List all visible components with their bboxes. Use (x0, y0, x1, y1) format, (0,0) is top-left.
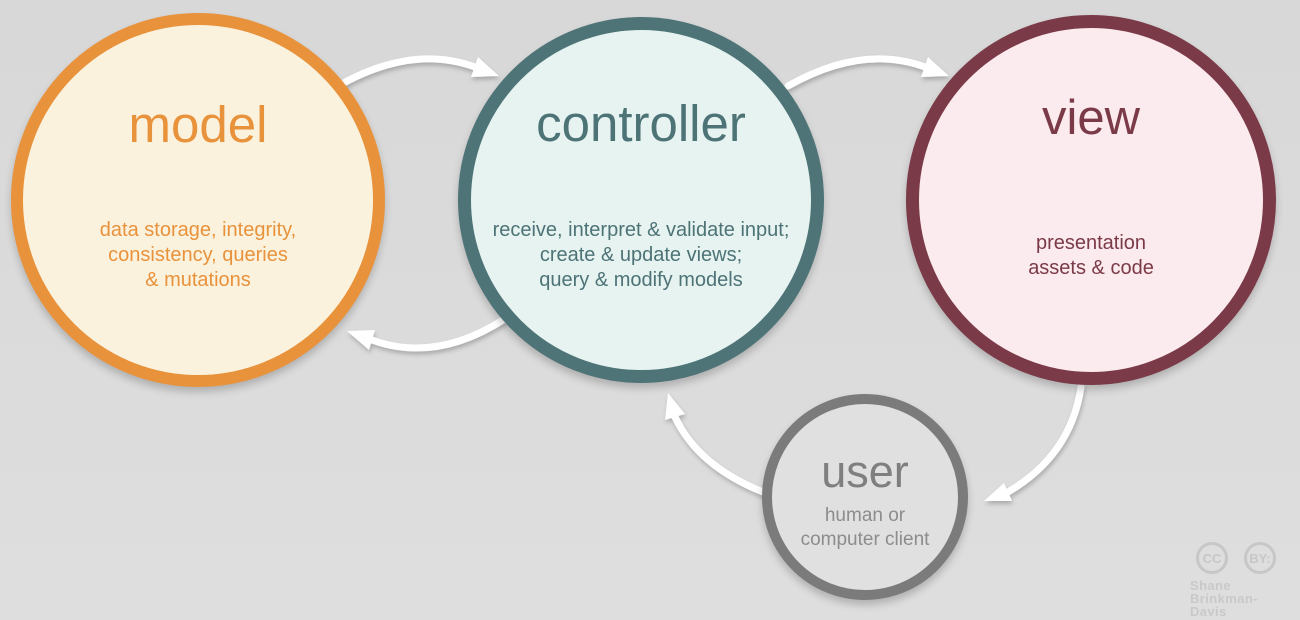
node-user: user human or computer client (762, 394, 968, 600)
node-model: model data storage, integrity, consisten… (11, 13, 385, 387)
view-title: view (1041, 91, 1141, 145)
view-desc-line-1: presentation (1035, 232, 1147, 254)
controller-title: controller (536, 95, 746, 152)
arrow-model-to-controller-icon (334, 55, 499, 90)
model-desc-line-1: data storage, integrity, (99, 219, 297, 241)
user-desc-line-1: human or (824, 505, 906, 526)
arrow-view-to-user-icon (984, 383, 1085, 501)
node-controller: controller receive, interpret & validate… (458, 17, 824, 383)
arrow-controller-to-model-icon (347, 316, 507, 352)
author-name-line-2: Brinkman-Davis (1190, 591, 1258, 619)
controller-desc-line-2: create & update views; (539, 244, 743, 266)
node-view: view presentation assets & code (906, 15, 1276, 385)
model-description: data storage, integrity, consistency, qu… (23, 218, 373, 293)
model-desc-line-3: & mutations (145, 269, 251, 291)
cc-license-badges: CC BY: (1196, 542, 1276, 574)
cc-by-icon: BY: (1244, 542, 1276, 574)
view-description: presentation assets & code (919, 231, 1263, 281)
arrow-user-to-controller-icon (665, 393, 767, 496)
controller-description: receive, interpret & validate input; cre… (471, 218, 811, 293)
cc-icon: CC (1196, 542, 1228, 574)
controller-desc-line-3: query & modify models (539, 269, 743, 291)
user-title: user (821, 446, 909, 497)
model-title: model (128, 96, 268, 153)
author-credit: Shane Brinkman-Davis (1190, 579, 1258, 618)
view-desc-line-2: assets & code (1028, 257, 1154, 279)
user-description: human or computer client (772, 504, 958, 552)
user-desc-line-2: computer client (800, 529, 930, 550)
controller-desc-line-1: receive, interpret & validate input; (492, 219, 790, 241)
arrow-controller-to-view-icon (784, 55, 949, 90)
model-desc-line-2: consistency, queries (108, 244, 288, 266)
author-name-line-1: Shane (1190, 578, 1232, 593)
